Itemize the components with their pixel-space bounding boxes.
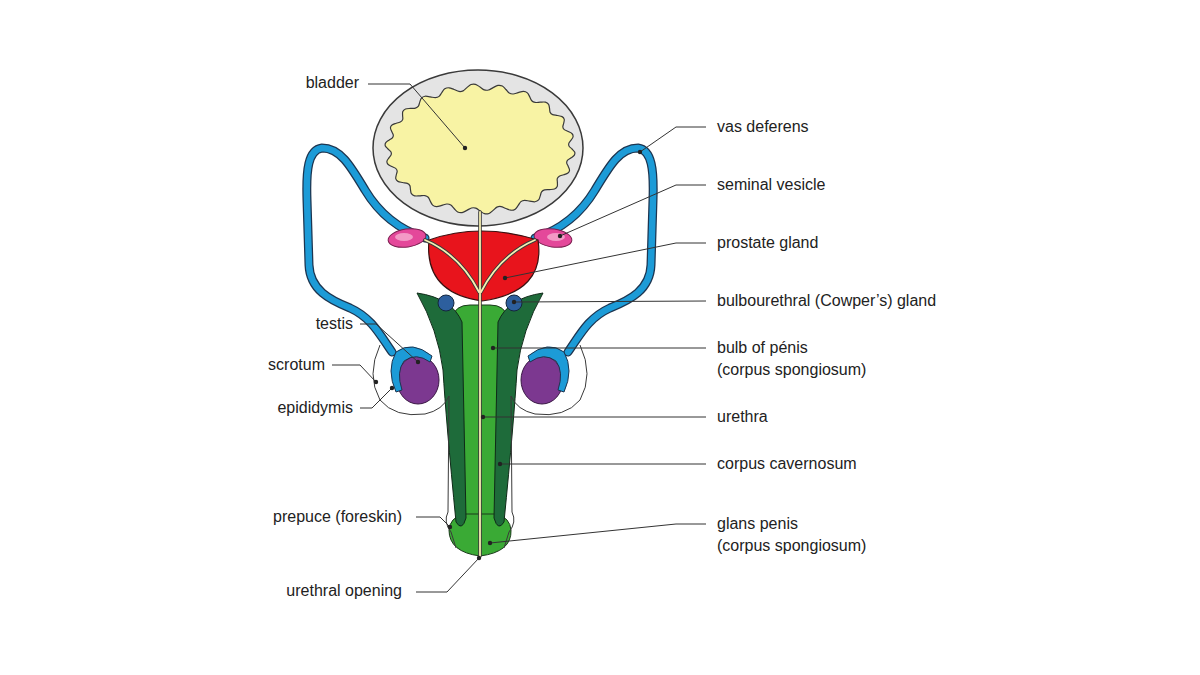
ejaculatory-duct [425, 240, 479, 292]
leader-dot [503, 276, 507, 280]
part-label: seminal vesicle [717, 175, 825, 195]
leader-line [500, 464, 706, 465]
leader-line [483, 417, 706, 418]
leader-line [514, 301, 706, 302]
corpus-cavernosum-shape [494, 293, 543, 526]
urethra-tube [479, 212, 481, 556]
part-label: testis [316, 314, 353, 334]
leader-dot [638, 150, 642, 154]
part-label: bulb of pénis (corpus spongiosum) [717, 337, 882, 381]
urethra-outline [478, 212, 482, 556]
leader-dot [491, 346, 495, 350]
leader-line [368, 84, 465, 148]
leader-line [640, 127, 706, 152]
part-label: urethral opening [286, 581, 402, 601]
bulbourethral-gland-shape [506, 295, 522, 311]
leader-line [416, 517, 450, 527]
leader-dot [498, 462, 502, 466]
part-label: vas deferens [717, 117, 809, 137]
leader-dot [477, 556, 481, 560]
seminal-vesicle-highlight [395, 233, 413, 241]
leader-line [416, 558, 479, 592]
bladder-wall [373, 70, 583, 226]
corpus-cavernosum-shape [417, 293, 466, 526]
leader-dots [374, 146, 642, 560]
leader-dot [558, 234, 562, 238]
testis-shape [397, 356, 439, 404]
vas-deferens-outline [535, 148, 653, 352]
part-label: scrotum [268, 355, 325, 375]
part-label: corpus cavernosum [717, 454, 857, 474]
leader-line [493, 348, 706, 349]
leader-line [360, 324, 418, 362]
part-label: prostate gland [717, 233, 818, 253]
testis-shape [521, 356, 563, 404]
vas-deferens-tube [307, 148, 425, 352]
seminal-vesicle-highlight [547, 233, 565, 241]
scrotum-outline [511, 345, 587, 415]
prostate-shape [429, 231, 539, 301]
part-label: urethra [717, 407, 768, 427]
leader-line [490, 524, 706, 543]
leader-dot [448, 525, 452, 529]
part-label: prepuce (foreskin) [273, 507, 402, 527]
part-label: bladder [306, 73, 359, 93]
epididymis-shape [528, 347, 569, 392]
leader-line [505, 243, 706, 278]
ejaculatory-duct-outline [425, 240, 479, 292]
leader-dot [488, 541, 492, 545]
epididymis-shape [391, 347, 432, 392]
skin-outline-group [373, 345, 587, 548]
urethra-group [425, 212, 535, 556]
vas-deferens-outline [307, 148, 425, 352]
vas-deferens-tube [535, 148, 653, 352]
leader-dot [374, 380, 378, 384]
ejaculatory-duct [481, 240, 535, 292]
prepuce-outline [504, 396, 514, 548]
leader-line [332, 365, 376, 382]
bulbourethral-gland-shape [438, 295, 454, 311]
leader-line [360, 388, 392, 408]
part-label: bulbourethral (Cowper’s) gland [717, 291, 936, 311]
leader-dot [390, 386, 394, 390]
leader-dot [512, 300, 516, 304]
leader-dot [416, 360, 420, 364]
ejaculatory-duct-outline [481, 240, 535, 292]
leader-dot [463, 146, 467, 150]
leader-dot [481, 415, 485, 419]
part-label: epididymis [277, 398, 353, 418]
leader-line [560, 185, 706, 236]
part-label: glans penis (corpus spongiosum) [717, 513, 882, 557]
bladder-lumen [385, 84, 575, 214]
seminal-vesicle-shape [387, 226, 427, 249]
